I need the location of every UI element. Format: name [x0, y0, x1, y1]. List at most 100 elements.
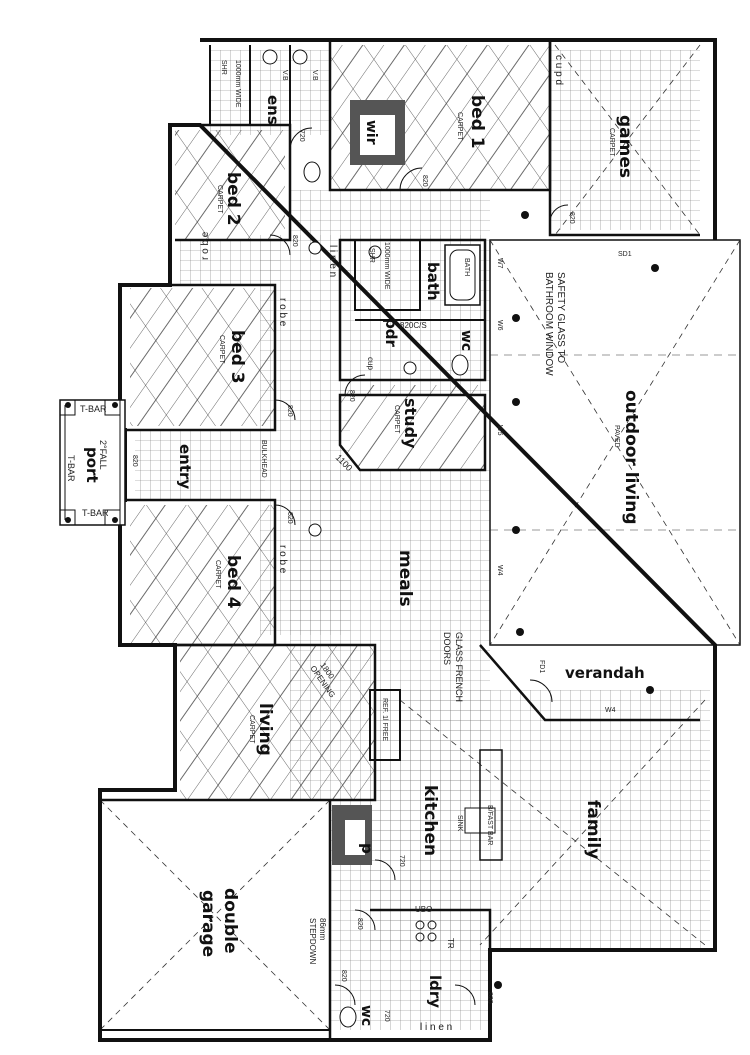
room-labels: ens wir bed 1 games bed 2 bath pdr wc be… [83, 95, 645, 1026]
shower-width-note: 1000mm WIDE [234, 60, 241, 108]
sliding-door-sd1: SD1 [618, 251, 632, 258]
room-label-wc-bottom: wc [358, 1005, 374, 1026]
room-label-pantry: p [358, 843, 376, 854]
french-door-fd1: FD1 [538, 660, 545, 673]
carpet-note: CARPET [216, 185, 223, 214]
room-label-kitchen: kitchen [420, 785, 440, 856]
carpet-areas [130, 45, 550, 800]
carpet-note: CARPET [214, 560, 221, 589]
room-label-garage: garage [198, 890, 218, 957]
walls [98, 38, 717, 1042]
window-w4: W4 [605, 707, 616, 714]
tbar-note: T-BAR [80, 404, 107, 414]
paved-note: PAVED [613, 425, 620, 448]
room-label-ldry: ldry [426, 975, 444, 1008]
vanity-note: V.B [311, 70, 318, 81]
robe-note: r o b e [200, 231, 211, 260]
basin-icon [368, 245, 382, 259]
shower-note: SHR [368, 248, 375, 263]
door-dim: 720 [298, 130, 305, 142]
bath-fixture-note: BATH [463, 258, 470, 276]
door-dim: 820 [286, 405, 293, 417]
toilet-icon [303, 161, 321, 183]
window-w4: W4 [496, 565, 503, 576]
door-dim: 820 [340, 970, 347, 982]
bfast-bar-note: B/FAST BAR [486, 805, 493, 845]
stepdown-note-1: 86mm [318, 918, 327, 941]
porch-frame [59, 399, 126, 526]
toilet-icon [339, 1006, 357, 1028]
ubo-note: UBO [415, 905, 432, 914]
basin-icon [292, 49, 308, 65]
room-label-bath: bath [424, 262, 442, 301]
safety-glass-note-2: BATHROOM WINDOW [543, 272, 554, 376]
window-w6: W6 [496, 320, 503, 331]
vanity-note: V.B [281, 70, 288, 81]
fall-note: 2°FALL [98, 440, 108, 470]
basin-icon [403, 361, 417, 375]
robe-note: r o b e [277, 298, 288, 327]
door-dim: 820 [568, 212, 575, 224]
french-doors-note-2: DOORS [442, 632, 452, 665]
fridge-note: REF. 1l FREE [381, 698, 388, 742]
safety-glass-note-1: SAFETY GLASS TO [555, 272, 566, 363]
room-label-games: games [615, 115, 635, 178]
door-dim: 820 [291, 235, 298, 247]
room-label-meals: meals [395, 550, 415, 607]
cupboard-note: cup [366, 357, 375, 370]
linen-note: l i n e n [327, 245, 338, 277]
smoke-detector-icon [308, 523, 322, 537]
outdoor-living-area [489, 239, 741, 646]
bulkhead-note: BULKHEAD [260, 440, 267, 478]
room-label-port: port [83, 447, 101, 483]
door-swings [269, 127, 569, 1006]
door-dim: 820 [286, 512, 293, 524]
door-dim-cs: 820C/S [400, 321, 427, 330]
shower-note: SHR [220, 60, 227, 75]
door-dim: 820 [486, 992, 493, 1004]
room-label-bed-2: bed 2 [223, 172, 243, 226]
room-label-living: living [255, 703, 275, 756]
room-label-ens: ens [264, 95, 282, 125]
french-doors-note-1: GLASS FRENCH [454, 632, 464, 702]
carpet-note: CARPET [456, 112, 463, 141]
cooktop-icon [415, 920, 425, 930]
stepdown-note-2: STEPDOWN [308, 918, 317, 964]
shower-width-note: 1000mm WIDE [383, 242, 390, 290]
tr-note: TR [446, 938, 455, 949]
door-dim: 820 [131, 455, 138, 467]
door-dim: 820 [348, 390, 355, 402]
room-label-outdoor-living: outdoor living [621, 390, 641, 525]
window-w7: W7 [496, 258, 503, 269]
linen-note: l i n e n [420, 1022, 452, 1033]
smoke-detector-icon [308, 241, 322, 255]
carpet-note: CARPET [393, 405, 400, 434]
room-label-entry: entry [176, 444, 194, 489]
room-label-bed-3: bed 3 [227, 330, 247, 384]
room-label-bed-1: bed 1 [467, 95, 487, 149]
door-dim: 720 [398, 855, 405, 867]
room-label-double: double [220, 888, 240, 953]
fixtures [59, 49, 659, 1028]
room-label-verandah: verandah [565, 664, 645, 682]
cupd-note: c u p d [553, 55, 564, 85]
room-label-wir: wir [363, 120, 379, 145]
kitchen-bench [479, 749, 503, 861]
door-dim: 720 [383, 1010, 390, 1022]
carpet-note: CARPET [248, 715, 255, 744]
sink-note: SINK [456, 815, 463, 832]
basin-icon [262, 49, 278, 65]
annotations: CARPET CARPET CARPET CARPET CARPET CARPE… [66, 55, 632, 1033]
room-label-bed-4: bed 4 [223, 555, 243, 609]
tbar-note: T-BAR [66, 455, 76, 482]
carpet-note: CARPET [218, 335, 225, 364]
door-dim: 820 [356, 918, 363, 930]
door-dim: 820 [421, 175, 428, 187]
robe-note: r o b e [277, 545, 288, 574]
room-label-family: family [583, 800, 603, 859]
room-label-wc-top: wc [458, 330, 474, 351]
toilet-icon [451, 354, 469, 376]
carpet-note: CARPET [608, 128, 615, 157]
room-label-pdr: pdr [382, 318, 400, 347]
